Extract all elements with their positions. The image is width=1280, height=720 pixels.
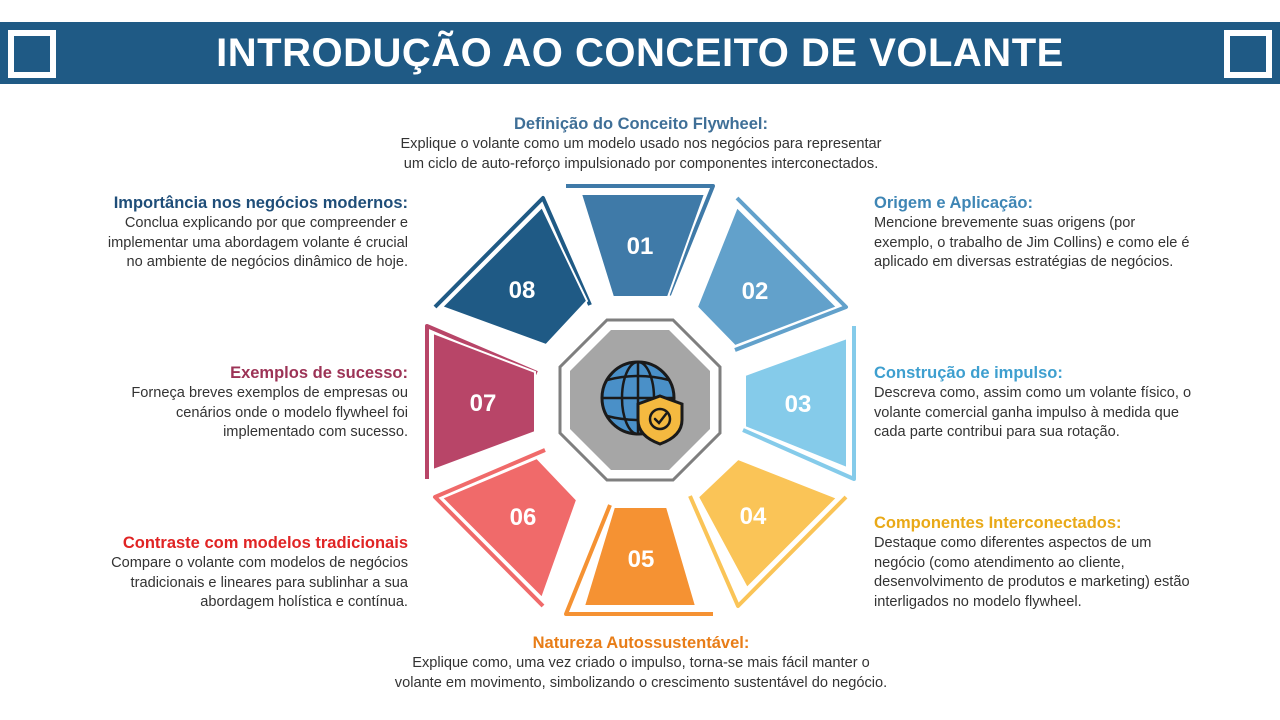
item-01-body: Explique o volante como um modelo usado … xyxy=(400,136,882,172)
item-06-heading: Contraste com modelos tradicionais xyxy=(122,534,408,552)
item-07-heading: Exemplos de sucesso: xyxy=(230,364,408,382)
segment-08-number: 08 xyxy=(509,277,536,304)
item-08-heading: Importância nos negócios modernos: xyxy=(113,194,408,212)
item-02-body: Mencione brevemente suas origens (por ex… xyxy=(874,215,1190,270)
item-06-text: Contraste com modelos tradicionais Compa… xyxy=(96,533,408,613)
segment-03-outline xyxy=(742,326,856,481)
segment-06-number: 06 xyxy=(510,504,537,531)
segment-06-outline xyxy=(433,448,546,608)
segment-03-shape xyxy=(744,336,848,470)
item-06-body: Compare o volante com modelos de negócio… xyxy=(111,555,408,610)
item-07-body: Forneça breves exemplos de empresas ou c… xyxy=(131,385,408,440)
segment-01-outline xyxy=(566,184,715,296)
segment-02-outline xyxy=(734,196,848,352)
item-04-heading: Componentes Interconectados: xyxy=(874,514,1122,532)
item-01-heading: Definição do Conceito Flywheel: xyxy=(514,115,768,133)
item-03-heading: Construção de impulso: xyxy=(874,364,1063,382)
segment-03-number: 03 xyxy=(785,391,812,418)
item-02-heading: Origem e Aplicação: xyxy=(874,194,1033,212)
segment-08-shape xyxy=(440,205,589,347)
square-icon-left xyxy=(8,30,56,78)
segment-05-outline xyxy=(564,504,713,616)
segment-01-shape xyxy=(579,193,707,298)
item-02-text: Origem e Aplicação: Mencione brevemente … xyxy=(874,193,1194,273)
segment-07-number: 07 xyxy=(470,390,497,417)
segment-08-outline xyxy=(433,196,592,309)
item-03-body: Descreva como, assim como um volante fís… xyxy=(874,385,1192,440)
square-icon-right xyxy=(1224,30,1272,78)
item-05-heading: Natureza Autossustentável: xyxy=(532,634,750,652)
segment-07-outline xyxy=(425,324,538,479)
title-bar: INTRODUÇÃO AO CONCEITO DE VOLANTE xyxy=(0,22,1280,84)
item-08-body: Conclua explicando por que compreender e… xyxy=(107,215,408,270)
segment-02-shape xyxy=(695,205,839,348)
globe-shield-icon xyxy=(600,360,684,446)
segment-04-outline xyxy=(688,495,848,608)
segment-02-number: 02 xyxy=(742,278,769,305)
segment-01-number: 01 xyxy=(627,233,654,260)
item-05-text: Natureza Autossustentável: Explique como… xyxy=(390,633,892,693)
item-08-text: Importância nos negócios modernos: Concl… xyxy=(96,193,408,273)
page-title: INTRODUÇÃO AO CONCEITO DE VOLANTE xyxy=(216,31,1064,75)
segment-05-shape xyxy=(582,506,698,607)
item-05-body: Explique como, uma vez criado o impulso,… xyxy=(394,655,888,691)
segment-04-shape xyxy=(696,457,839,590)
item-04-body: Destaque como diferentes aspectos de um … xyxy=(874,535,1190,610)
segment-04-number: 04 xyxy=(740,503,767,530)
item-07-text: Exemplos de sucesso: Forneça breves exem… xyxy=(96,363,408,443)
item-01-text: Definição do Conceito Flywheel: Explique… xyxy=(390,114,892,174)
segment-05-number: 05 xyxy=(628,546,655,573)
segment-07-shape xyxy=(432,331,536,472)
segment-06-shape xyxy=(440,456,579,600)
item-03-text: Construção de impulso: Descreva como, as… xyxy=(874,363,1194,443)
item-04-text: Componentes Interconectados: Destaque co… xyxy=(874,513,1194,612)
